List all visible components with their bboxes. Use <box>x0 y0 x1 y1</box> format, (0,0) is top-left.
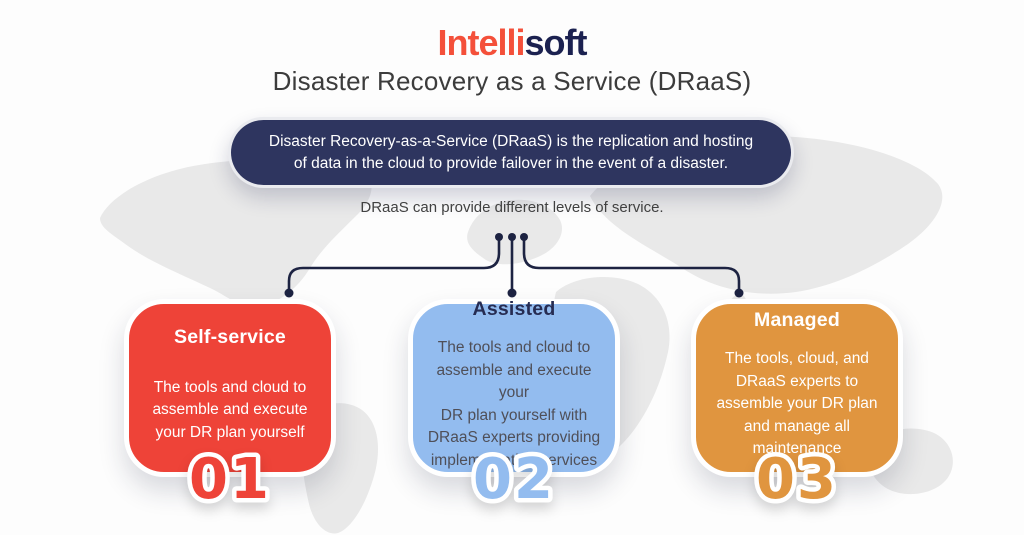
card-managed: Managed The tools, cloud, and DRaaS expe… <box>691 299 903 517</box>
connector-dot <box>507 288 517 298</box>
connector-dot <box>508 233 516 241</box>
connector-dot <box>520 233 528 241</box>
definition-banner: Disaster Recovery-as-a-Service (DRaaS) i… <box>228 117 794 188</box>
card-number: 02 <box>473 447 555 512</box>
connector-dot <box>495 233 503 241</box>
card-number: 03 <box>756 447 838 512</box>
card-heading: Self-service <box>174 325 286 348</box>
connector-dot <box>284 288 294 298</box>
card-assisted: Assisted The tools and cloud to assemble… <box>408 298 620 517</box>
card-number-badge: 03 <box>752 443 841 517</box>
card-body: The tools and cloud to assemble and exec… <box>152 378 308 441</box>
connector-right <box>522 237 741 293</box>
page-title: Disaster Recovery as a Service (DRaaS) <box>272 66 752 96</box>
card-number-badge: 01 <box>185 443 274 517</box>
connector-dot <box>734 288 744 298</box>
logo-part-intelli: Intelli <box>437 22 525 63</box>
logo-part-soft: soft <box>524 22 588 63</box>
card-heading: Managed <box>754 309 840 332</box>
intellisoft-logo: Intellisoft <box>0 22 1024 64</box>
connector-left <box>287 237 501 293</box>
card-self-service: Self-service The tools and cloud to asse… <box>124 299 336 517</box>
definition-text: Disaster Recovery-as-a-Service (DRaaS) i… <box>268 132 754 172</box>
card-body: The tools and cloud to assemble and exec… <box>427 339 601 469</box>
card-number-badge: 02 <box>469 443 558 517</box>
subtitle-text: DRaaS can provide different levels of se… <box>360 199 664 216</box>
card-body: The tools, cloud, and DRaaS experts to a… <box>716 350 878 458</box>
card-number: 01 <box>189 447 271 512</box>
card-heading: Assisted <box>472 298 556 320</box>
